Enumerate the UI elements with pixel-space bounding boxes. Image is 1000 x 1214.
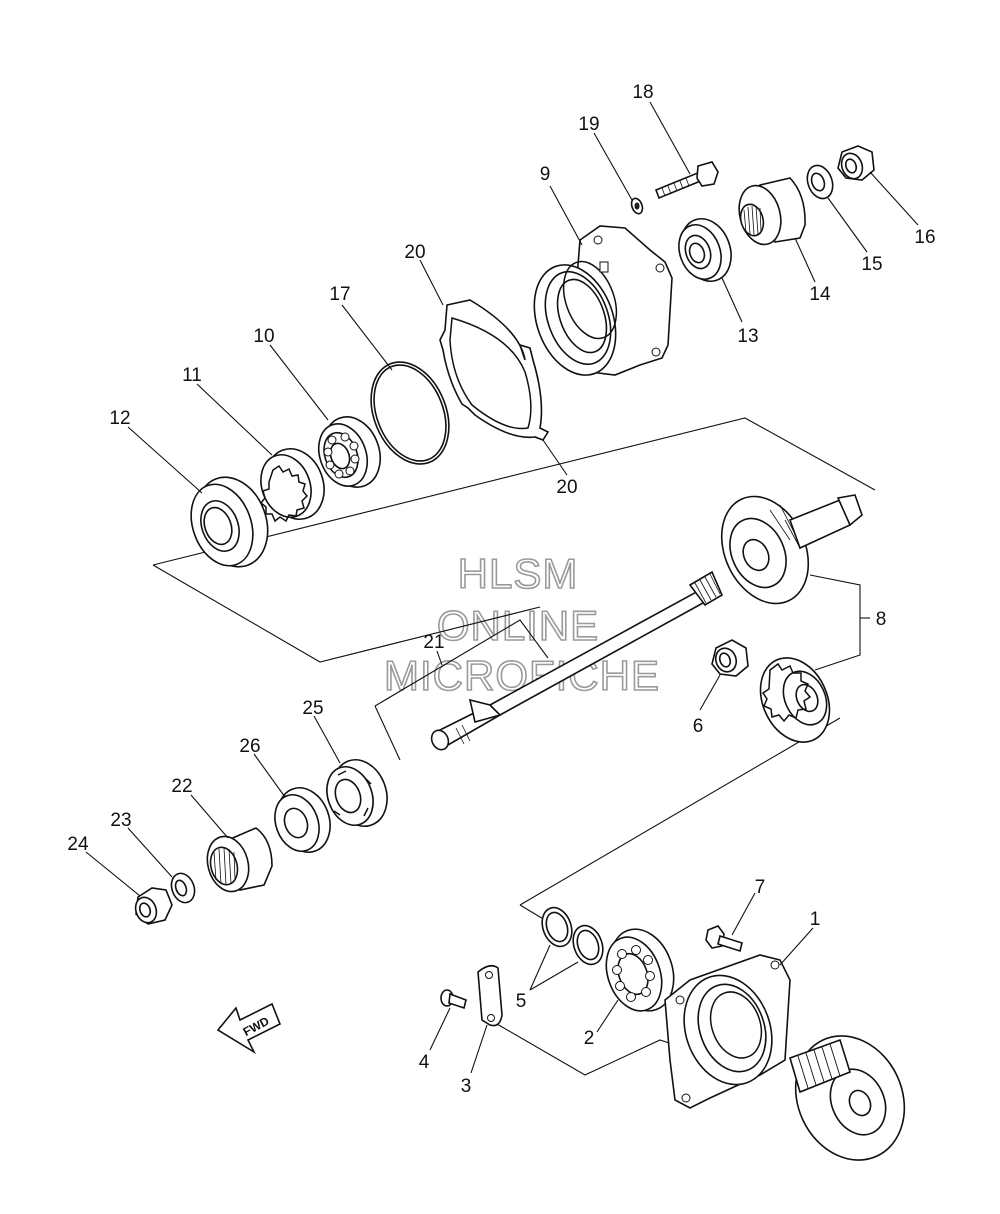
callout-6: 6 xyxy=(693,716,704,737)
callout-22: 22 xyxy=(171,776,192,797)
fwd-direction-arrow: FWD xyxy=(216,1002,282,1055)
part-2-bearing xyxy=(605,928,675,1012)
part-11-splined-ring xyxy=(259,448,325,523)
part-8-bevel-gear-upper xyxy=(720,494,863,605)
callout-21: 21 xyxy=(423,632,444,653)
assembly-boundary-lines xyxy=(152,417,876,1076)
watermark-line-1: HLSM xyxy=(458,550,579,597)
bracket-part-8 xyxy=(809,574,861,671)
callout-17: 17 xyxy=(329,284,350,305)
boundary-shaft xyxy=(374,619,549,707)
boundary-shaft-2 xyxy=(374,705,401,761)
callout-10: 10 xyxy=(253,326,274,347)
part-16-nut xyxy=(837,145,875,181)
part-3-plate xyxy=(477,964,503,1027)
drive-gear xyxy=(789,1035,906,1161)
part-7-bolt xyxy=(705,925,743,953)
callout-1: 1 xyxy=(810,909,821,930)
part-21-shaft xyxy=(430,570,724,751)
callout-8: 8 xyxy=(876,609,887,630)
part-26-bearing xyxy=(274,787,331,853)
leader-lines xyxy=(85,101,919,1074)
part-24-nut xyxy=(134,887,173,925)
callout-20-lower: 20 xyxy=(556,477,577,498)
callout-20-upper: 20 xyxy=(404,242,425,263)
boundary-upper-bottom xyxy=(152,564,541,663)
part-25-splined-ring xyxy=(326,759,388,827)
callout-19: 19 xyxy=(578,114,599,135)
callout-16: 16 xyxy=(914,227,935,248)
callout-24: 24 xyxy=(67,834,89,855)
callout-23: 23 xyxy=(110,810,131,831)
callout-3: 3 xyxy=(461,1076,472,1097)
part-18-bolt xyxy=(654,161,719,200)
watermark: HLSM ONLINE MICROFICHE xyxy=(383,549,660,700)
part-6-nut xyxy=(711,639,749,677)
part-19-washer xyxy=(630,197,644,215)
part-15-washer xyxy=(806,164,834,200)
part-8-bevel-gear-lower xyxy=(759,657,831,743)
part-10-ball-bearing xyxy=(317,416,382,488)
callout-18: 18 xyxy=(632,82,653,103)
boundary-lower-top xyxy=(519,717,841,906)
part-23-washer xyxy=(170,872,196,904)
callout-4: 4 xyxy=(419,1052,430,1073)
watermark-line-2: ONLINE xyxy=(437,602,599,649)
boundary-lower-left xyxy=(519,904,546,921)
callout-11: 11 xyxy=(182,365,202,386)
callout-25: 25 xyxy=(302,698,323,719)
callout-14: 14 xyxy=(809,284,831,305)
part-1-housing-cover xyxy=(664,954,791,1109)
part-5-shims xyxy=(541,906,604,966)
callout-2: 2 xyxy=(584,1028,595,1049)
part-20-gasket xyxy=(439,299,550,441)
boundary-upper-top xyxy=(152,417,876,566)
part-4-screw xyxy=(440,989,467,1010)
part-12-bearing xyxy=(190,476,269,568)
callout-7: 7 xyxy=(755,877,766,898)
part-14-sleeve xyxy=(738,177,806,246)
callout-12: 12 xyxy=(109,408,130,429)
callout-labels: 1 2 3 4 5 6 7 8 9 10 11 12 13 14 15 16 1… xyxy=(67,82,935,1097)
part-9-housing xyxy=(533,225,673,376)
part-22-needle-bearing xyxy=(206,827,273,893)
callout-26: 26 xyxy=(239,736,260,757)
part-13-bearing xyxy=(678,218,732,282)
callout-15: 15 xyxy=(861,254,882,275)
callout-13: 13 xyxy=(737,326,758,347)
part-17-o-ring xyxy=(370,361,450,465)
callout-5: 5 xyxy=(516,991,527,1012)
callout-9: 9 xyxy=(540,164,551,185)
